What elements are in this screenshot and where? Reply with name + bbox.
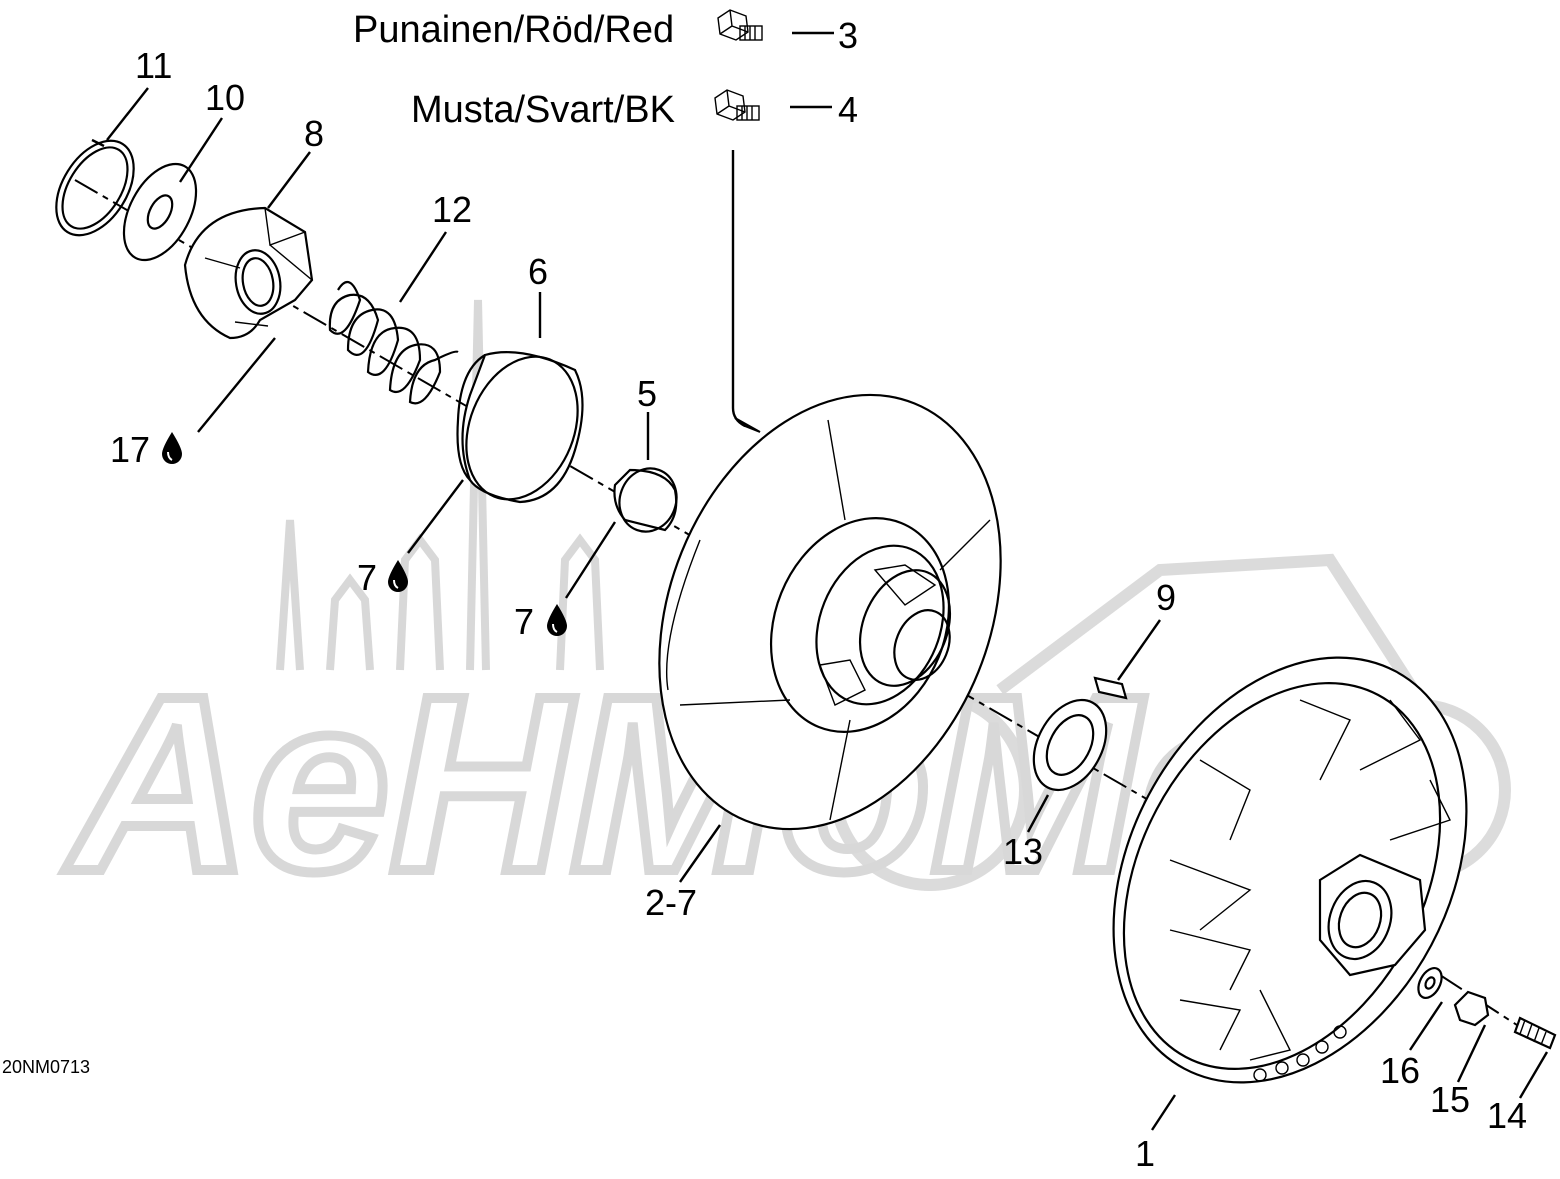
part-6-ring	[456, 351, 584, 504]
legend-red-text: Punainen/Röd/Red	[353, 9, 674, 51]
callout-15: 15	[1430, 1079, 1470, 1120]
part-9-key	[1093, 676, 1128, 700]
callouts: 11 10 8 12 6 5 17 7 7 9 13 2-7 16 15 14 …	[110, 45, 1527, 1174]
callout-1: 1	[1135, 1133, 1155, 1174]
callout-14: 14	[1487, 1095, 1527, 1136]
screw-icon	[714, 89, 760, 121]
part-15-nut	[1453, 990, 1490, 1027]
part-14-screw	[1513, 1016, 1557, 1050]
callout-9: 9	[1156, 577, 1176, 618]
part-16-washer	[1417, 967, 1443, 999]
screw-icon	[717, 9, 763, 41]
leader-lines	[106, 87, 1549, 1131]
part-11-circlip	[55, 138, 135, 237]
oil-drop-icon	[388, 560, 408, 592]
legend-black-text: Musta/Svart/BK	[411, 89, 675, 131]
callout-13: 13	[1003, 831, 1043, 872]
part-8-cam	[183, 206, 314, 340]
callout-7-ring: 7	[357, 557, 377, 598]
callout-11: 11	[135, 45, 172, 86]
part-5-bushing	[613, 467, 678, 533]
callout-17: 17	[110, 429, 150, 470]
part-2-7-sliding-sheave	[658, 393, 1002, 831]
callout-7-bushing: 7	[514, 601, 534, 642]
part-1-fixed-sheave	[1112, 656, 1468, 1084]
oil-drop-icon	[547, 604, 567, 636]
callout-12: 12	[432, 189, 472, 230]
callout-2-7: 2-7	[645, 882, 697, 923]
part-13-shim	[1032, 698, 1108, 792]
legend-red-number: 3	[838, 15, 858, 56]
legend-black-number: 4	[838, 89, 858, 130]
part-12-spring	[328, 280, 459, 405]
callout-16: 16	[1380, 1050, 1420, 1091]
drawing-code: 20NM0713	[2, 1057, 90, 1077]
callout-8: 8	[304, 113, 324, 154]
oil-drop-icon	[162, 432, 182, 464]
callout-6: 6	[528, 251, 548, 292]
legend: Punainen/Röd/Red 3 Musta/Svart/BK 4	[353, 9, 858, 433]
part-10-washer	[122, 162, 198, 262]
callout-10: 10	[205, 77, 245, 118]
callout-5: 5	[637, 373, 657, 414]
